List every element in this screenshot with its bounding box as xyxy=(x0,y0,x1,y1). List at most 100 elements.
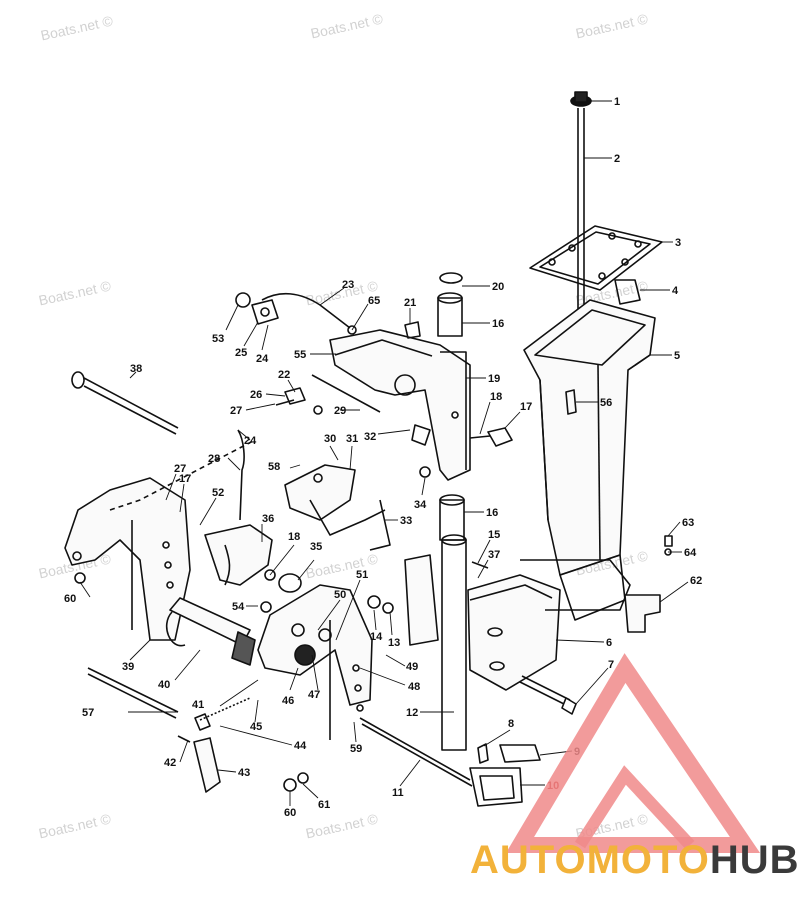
bolt-21 xyxy=(404,321,421,339)
driveshaft-housing xyxy=(523,299,656,621)
callout: 48 xyxy=(408,681,420,693)
long-bolt-38 xyxy=(71,371,179,435)
callout: 27 xyxy=(174,463,186,475)
clamp-assembly xyxy=(469,743,541,807)
callout: 15 xyxy=(488,529,500,541)
callout: 64 xyxy=(684,547,697,559)
tie-rod xyxy=(570,91,592,330)
callout: 65 xyxy=(368,295,380,307)
callout: 31 xyxy=(346,433,358,445)
callout: 36 xyxy=(262,513,274,525)
fitting-32 xyxy=(411,424,431,446)
callout: 37 xyxy=(488,549,500,561)
callout: 24 xyxy=(256,353,269,365)
callout: 62 xyxy=(690,575,702,587)
tilt-lever xyxy=(284,464,391,551)
nut-60 xyxy=(283,778,297,792)
callout: 38 xyxy=(130,363,142,375)
callout: 6 xyxy=(606,637,612,649)
callout: 32 xyxy=(364,431,376,443)
callout: 4 xyxy=(672,285,679,297)
callout: 16 xyxy=(486,507,498,519)
callout: 12 xyxy=(406,707,418,719)
roller xyxy=(166,597,256,666)
callout: 34 xyxy=(414,499,427,511)
callouts: 1 2 3 4 5 6 7 8 9 10 11 12 13 14 15 16 1… xyxy=(64,96,702,819)
throttle-linkage xyxy=(261,292,357,335)
callout: 42 xyxy=(164,757,176,769)
spring-wire xyxy=(237,429,245,521)
callout: 57 xyxy=(82,707,94,719)
callout: 30 xyxy=(324,433,336,445)
cam-plate xyxy=(204,524,273,586)
callout: 44 xyxy=(294,740,307,752)
ring-35 xyxy=(278,573,302,593)
callout: 43 xyxy=(238,767,250,779)
bushings xyxy=(437,272,465,541)
through-rod xyxy=(359,717,473,787)
screw-63 xyxy=(664,535,673,547)
callout: 22 xyxy=(278,369,290,381)
callout: 17 xyxy=(520,401,532,413)
callout: 5 xyxy=(674,350,680,362)
handle-43 xyxy=(193,737,221,793)
pin-42 xyxy=(177,735,191,743)
callout: 39 xyxy=(122,661,134,673)
callout: 63 xyxy=(682,517,694,529)
small-bracket xyxy=(614,279,641,305)
swivel-tube xyxy=(441,534,467,751)
clamp-bracket-right xyxy=(257,584,373,740)
callout: 8 xyxy=(508,718,514,730)
callout: 7 xyxy=(608,659,614,671)
callout: 21 xyxy=(404,297,416,309)
cam-washer xyxy=(235,292,279,325)
callout: 41 xyxy=(192,699,204,711)
callout: 24 xyxy=(244,435,257,447)
callout: 53 xyxy=(212,333,224,345)
callout: 23 xyxy=(342,279,354,291)
spring-45 xyxy=(199,697,251,721)
washer-54 xyxy=(260,601,272,613)
bolt-34 xyxy=(419,466,431,478)
callout: 60 xyxy=(284,807,296,819)
callout: 17 xyxy=(179,473,191,485)
bolt-17 xyxy=(469,427,513,447)
guide-line xyxy=(109,439,256,511)
callout: 19 xyxy=(488,373,500,385)
brand-logo-icon xyxy=(505,653,761,853)
callout: 28 xyxy=(208,453,220,465)
brand-text-dark: HUB xyxy=(709,838,800,882)
screw-56 xyxy=(565,389,577,415)
bracket-62 xyxy=(624,594,661,633)
swivel-bracket xyxy=(329,329,471,481)
callout: 51 xyxy=(356,569,368,581)
callout: 47 xyxy=(308,689,320,701)
callout: 33 xyxy=(400,515,412,527)
callout: 3 xyxy=(675,237,681,249)
pin-15 xyxy=(471,561,489,569)
mount-block xyxy=(467,559,631,691)
callout: 16 xyxy=(492,318,504,330)
callout: 56 xyxy=(600,397,612,409)
bolt xyxy=(519,675,577,715)
washer-61 xyxy=(297,772,309,784)
callout: 29 xyxy=(334,405,346,417)
washer-18 xyxy=(264,569,276,581)
spring-end xyxy=(194,713,211,731)
callout: 40 xyxy=(158,679,170,691)
clamp-bracket-left xyxy=(64,477,191,641)
tilt-lock xyxy=(275,374,381,415)
mount-37 xyxy=(404,554,439,646)
callout: 52 xyxy=(212,487,224,499)
brand-wordmark: AUTOMOTOHUB xyxy=(470,838,800,883)
callout: 25 xyxy=(235,347,247,359)
rod-57 xyxy=(87,667,179,719)
callout: 18 xyxy=(288,531,300,543)
callout: 58 xyxy=(268,461,280,473)
callout: 14 xyxy=(370,631,383,643)
callout: 61 xyxy=(318,799,330,811)
callout: 20 xyxy=(492,281,504,293)
callout: 1 xyxy=(614,96,620,108)
callout: 27 xyxy=(230,405,242,417)
